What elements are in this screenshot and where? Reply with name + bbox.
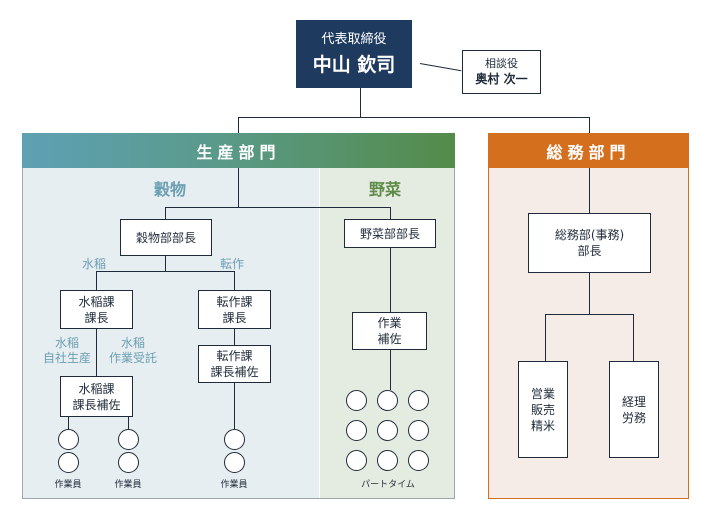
sales-line1: 営業 bbox=[530, 386, 555, 401]
worker-circle bbox=[58, 429, 79, 450]
worker-circle bbox=[118, 429, 139, 450]
grain-manager-box: 穀物部部長 bbox=[120, 219, 212, 256]
grain-section-label: 穀物 bbox=[153, 180, 186, 199]
parttime-circle bbox=[377, 450, 398, 471]
production-department-header: 生産部門 bbox=[22, 133, 455, 168]
rotation-chief-box: 転作課 課長 bbox=[198, 290, 271, 329]
rotation-chief-line1: 転作課 bbox=[216, 294, 253, 309]
parttime-circle bbox=[346, 420, 367, 441]
advisor-box: 相談役 奥村 次一 bbox=[462, 50, 541, 94]
ceo-name: 中山 欽司 bbox=[312, 53, 396, 76]
connector bbox=[165, 207, 391, 208]
parttime-circle bbox=[377, 390, 398, 411]
rice-chief-line2: 課長 bbox=[84, 310, 109, 325]
production-header-label: 生産部門 bbox=[196, 142, 281, 162]
rice-own-production-label: 水稲 自社生産 bbox=[32, 336, 102, 366]
grain-manager-label: 穀物部部長 bbox=[135, 230, 196, 245]
connector bbox=[390, 248, 391, 312]
general-manager-line1: 総務部(事務) bbox=[554, 228, 625, 242]
rice-contract-work-label: 水稲 作業受託 bbox=[98, 336, 168, 366]
sales-line3: 精米 bbox=[530, 418, 555, 433]
rice-chief-box: 水稲課 課長 bbox=[60, 290, 133, 329]
connector bbox=[128, 417, 129, 429]
vegetable-assistant-line2: 補佐 bbox=[377, 332, 402, 346]
worker-label-rice-own: 作業員 bbox=[54, 480, 82, 490]
rice-label: 水稲 bbox=[81, 257, 106, 271]
vegetable-manager-label: 野菜部部長 bbox=[359, 226, 420, 241]
connector bbox=[419, 63, 462, 72]
ceo-box: 代表取締役 中山 欽司 bbox=[296, 20, 412, 88]
connector bbox=[360, 88, 361, 118]
rice-assistant-line1: 水稲課 bbox=[78, 381, 115, 396]
connector bbox=[633, 314, 634, 361]
vegetable-assistant-line1: 作業 bbox=[377, 316, 402, 330]
connector bbox=[390, 207, 391, 219]
connector bbox=[234, 271, 235, 290]
vegetable-manager-box: 野菜部部長 bbox=[344, 219, 436, 248]
general-header-label: 総務部門 bbox=[546, 142, 631, 162]
parttime-circle bbox=[408, 450, 429, 471]
general-manager-line2: 部長 bbox=[577, 244, 602, 258]
accounting-box: 経理 労務 bbox=[609, 361, 659, 458]
vegetable-assistant-box: 作業 補佐 bbox=[352, 312, 427, 350]
sales-line2: 販売 bbox=[530, 402, 555, 417]
connector bbox=[68, 417, 69, 429]
rice-own-line1: 水稲 bbox=[54, 336, 79, 350]
connector bbox=[238, 117, 590, 118]
worker-circle bbox=[118, 452, 139, 473]
parttime-circle bbox=[408, 420, 429, 441]
ceo-title: 代表取締役 bbox=[321, 31, 387, 47]
parttime-circle bbox=[346, 390, 367, 411]
worker-circle bbox=[224, 452, 245, 473]
accounting-line1: 経理 bbox=[621, 394, 646, 409]
rotation-assistant-line2: 課長補佐 bbox=[210, 365, 259, 379]
rotation-assistant-box: 転作課 課長補佐 bbox=[198, 345, 271, 383]
general-manager-box: 総務部(事務) 部長 bbox=[528, 213, 651, 273]
parttime-circle bbox=[408, 390, 429, 411]
vegetable-section-label: 野菜 bbox=[368, 180, 401, 199]
rice-assistant-line2: 課長補佐 bbox=[72, 397, 121, 412]
general-department-header: 総務部門 bbox=[488, 133, 689, 168]
worker-circle bbox=[58, 452, 79, 473]
connector bbox=[165, 207, 166, 219]
connector bbox=[545, 314, 634, 315]
parttime-circle bbox=[377, 420, 398, 441]
connector bbox=[234, 329, 235, 345]
rice-assistant-box: 水稲課 課長補佐 bbox=[60, 376, 133, 417]
sales-box: 営業 販売 精米 bbox=[518, 361, 568, 458]
connector bbox=[234, 383, 235, 429]
worker-circle bbox=[224, 429, 245, 450]
rotation-chief-line2: 課長 bbox=[222, 310, 247, 325]
accounting-line2: 労務 bbox=[621, 410, 646, 425]
connector bbox=[589, 117, 590, 133]
connector bbox=[589, 168, 590, 213]
connector bbox=[589, 273, 590, 314]
rotation-assistant-line1: 転作課 bbox=[216, 349, 253, 363]
connector bbox=[238, 168, 239, 208]
connector bbox=[96, 271, 235, 272]
connector bbox=[545, 314, 546, 361]
worker-label-rotation: 作業員 bbox=[220, 480, 248, 490]
rice-own-line2: 自社生産 bbox=[42, 351, 91, 365]
connector bbox=[96, 329, 97, 376]
connector bbox=[238, 117, 239, 133]
worker-label-rice-contract: 作業員 bbox=[114, 480, 142, 490]
rice-contract-line1: 水稲 bbox=[120, 336, 145, 350]
rice-chief-line1: 水稲課 bbox=[78, 294, 115, 309]
connector bbox=[96, 271, 97, 290]
connector bbox=[390, 350, 391, 390]
advisor-title: 相談役 bbox=[485, 57, 518, 70]
rotation-label: 転作 bbox=[219, 257, 244, 271]
advisor-name: 奥村 次一 bbox=[475, 72, 528, 86]
parttime-circle bbox=[346, 450, 367, 471]
rice-contract-line2: 作業受託 bbox=[108, 351, 157, 365]
connector bbox=[165, 256, 166, 272]
parttime-label: パートタイム bbox=[361, 480, 415, 490]
